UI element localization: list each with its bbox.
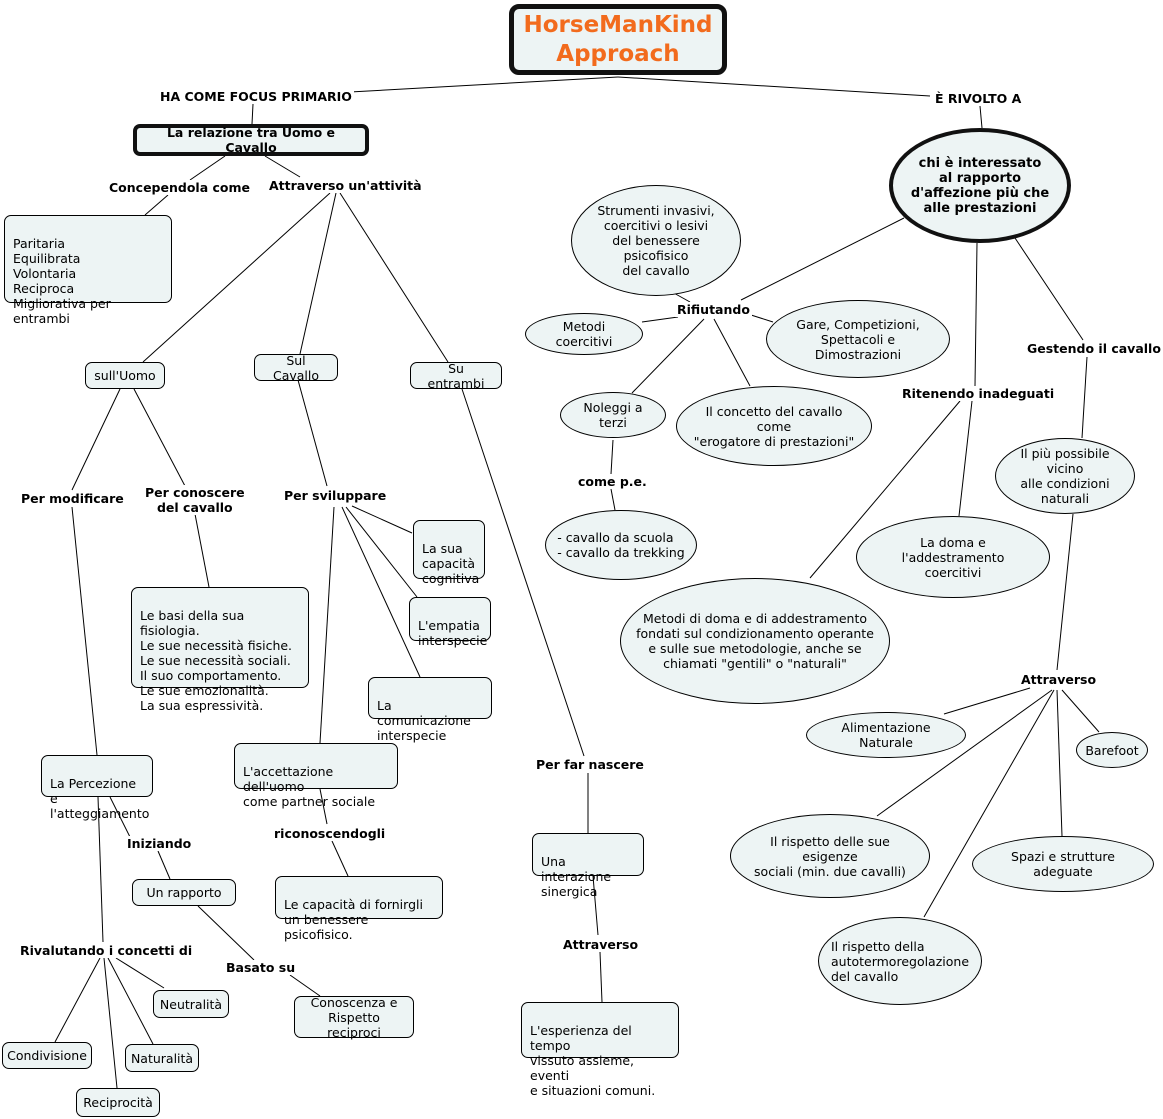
node-alimentazione-text: Alimentazione Naturale — [841, 720, 931, 750]
link-label-come-pe: come p.e. — [576, 474, 649, 489]
link-label-iniziando: Iniziando — [125, 836, 194, 851]
node-rapporto: Un rapporto — [132, 879, 236, 906]
node-percezione: La Percezione e l'atteggiamento — [41, 755, 153, 821]
node-interazione: Una interazione sinergica — [532, 833, 644, 899]
node-empatia-text: L'empatia interspecie — [418, 618, 488, 648]
node-gare-text: Gare, Competizioni, Spettacoli e Dimostr… — [796, 316, 920, 362]
node-conoscenza: Conoscenza e Rispetto reciproci — [294, 994, 414, 1040]
node-empatia: L'empatia interspecie — [409, 597, 491, 648]
node-uomo-text: sull'Uomo — [94, 368, 156, 383]
node-autotermo-text: Il rispetto della autotermoregolazione d… — [830, 938, 970, 984]
node-metodi-doma: Metodi di doma e di addestramento fondat… — [620, 578, 890, 704]
node-metodi-coercitivi: Metodi coercitivi — [525, 313, 643, 355]
node-condivisione: Condivisione — [2, 1042, 92, 1069]
link-label-gestendo: Gestendo il cavallo — [1025, 341, 1163, 356]
node-basi-text: Le basi della sua fisiologia. Le sue nec… — [140, 608, 293, 713]
node-metodi-coercitivi-text: Metodi coercitivi — [555, 319, 613, 349]
node-naturalita-text: Naturalità — [130, 1050, 194, 1066]
node-doma-coercitivi-text: La doma e l'addestramento coercitivi — [901, 534, 1005, 580]
node-rapporto-text: Un rapporto — [146, 885, 222, 900]
node-condivisione-text: Condivisione — [7, 1048, 87, 1063]
node-accettazione-text: L'accettazione dell'uomo come partner so… — [243, 764, 376, 809]
node-capacita-text: La sua capacità cognitiva — [422, 541, 480, 586]
node-esigenze-text: Il rispetto delle sue esigenze sociali (… — [754, 833, 906, 879]
node-conoscenza-text: Conoscenza e Rispetto reciproci — [310, 994, 398, 1040]
node-noleggi-text: Noleggi a terzi — [583, 400, 643, 430]
node-relazione: La relazione tra Uomo e Cavallo — [133, 124, 369, 156]
node-gare: Gare, Competizioni, Spettacoli e Dimostr… — [766, 300, 950, 378]
node-erogatore-text: Il concetto del cavallo come "erogatore … — [693, 403, 855, 449]
node-neutralita: Neutralità — [153, 990, 229, 1018]
node-noleggi: Noleggi a terzi — [560, 392, 666, 438]
node-interessato-text: chi è interessato al rapporto d'affezion… — [910, 155, 1050, 216]
link-label-per-far-nascere: Per far nascere — [534, 757, 646, 772]
node-relazione-text: La relazione tra Uomo e Cavallo — [166, 125, 336, 155]
link-label-rivolto: È RIVOLTO A — [933, 91, 1024, 106]
link-label-attraverso-attivita: Attraverso un'attività — [267, 178, 424, 193]
node-spazi: Spazi e strutture adeguate — [972, 836, 1154, 892]
node-accettazione: L'accettazione dell'uomo come partner so… — [234, 743, 398, 809]
node-alimentazione: Alimentazione Naturale — [806, 712, 966, 758]
node-barefoot: Barefoot — [1076, 732, 1148, 768]
node-comunicazione-text: La comunicazione interspecie — [377, 698, 471, 743]
node-doma-coercitivi: La doma e l'addestramento coercitivi — [856, 516, 1050, 598]
link-label-ritenendo: Ritenendo inadeguati — [900, 386, 1057, 401]
link-label-rifiutando: Rifiutando — [675, 302, 752, 317]
link-label-attraverso-esperienza: Attraverso — [561, 937, 641, 952]
link-label-concependola: Concependola come — [107, 180, 252, 195]
node-esperienza-text: L'esperienza del tempo vissuto assieme, … — [530, 1023, 656, 1098]
node-condizioni: Il più possibile vicino alle condizioni … — [995, 438, 1135, 514]
link-label-attraverso-gestione: Attraverso — [1019, 672, 1099, 687]
link-label-per-modificare: Per modificare — [19, 491, 126, 506]
node-capacita: La sua capacità cognitiva — [413, 520, 485, 586]
link-label-focus: HA COME FOCUS PRIMARIO — [158, 89, 354, 104]
link-label-per-sviluppare: Per sviluppare — [282, 488, 389, 503]
node-naturalita: Naturalità — [125, 1044, 199, 1072]
node-fornirgli-text: Le capacità di fornirgli un benessere ps… — [284, 897, 423, 942]
node-qualita-text: Paritaria Equilibrata Volontaria Recipro… — [13, 236, 111, 326]
node-metodi-doma-text: Metodi di doma e di addestramento fondat… — [636, 611, 874, 671]
link-label-rivalutando: Rivalutando i concetti di — [18, 943, 195, 958]
map-title: HorseManKind Approach — [509, 4, 727, 75]
node-spazi-text: Spazi e strutture adeguate — [1011, 849, 1115, 879]
node-condizioni-text: Il più possibile vicino alle condizioni … — [1020, 446, 1110, 506]
node-cavallo-text: Sul Cavallo — [272, 352, 320, 383]
node-barefoot-text: Barefoot — [1085, 742, 1139, 758]
node-fornirgli: Le capacità di fornirgli un benessere ps… — [275, 876, 443, 942]
node-basi: Le basi della sua fisiologia. Le sue nec… — [131, 587, 309, 713]
node-interessato: chi è interessato al rapporto d'affezion… — [889, 128, 1071, 243]
node-strumenti: Strumenti invasivi, coercitivi o lesivi … — [571, 185, 741, 296]
node-scuola-text: - cavallo da scuola - cavallo da trekkin… — [557, 530, 685, 560]
node-esperienza: L'esperienza del tempo vissuto assieme, … — [521, 1002, 679, 1098]
node-reciprocita-text: Reciprocità — [83, 1095, 153, 1110]
node-reciprocita: Reciprocità — [76, 1088, 160, 1117]
node-entrambi-text: Su entrambi — [427, 360, 485, 391]
node-strumenti-text: Strumenti invasivi, coercitivi o lesivi … — [597, 203, 715, 278]
node-interazione-text: Una interazione sinergica — [541, 854, 612, 899]
node-neutralita-text: Neutralità — [159, 996, 223, 1012]
node-qualita: Paritaria Equilibrata Volontaria Recipro… — [4, 215, 172, 326]
link-label-basato-su: Basato su — [224, 960, 298, 975]
node-erogatore: Il concetto del cavallo come "erogatore … — [676, 386, 872, 466]
link-label-per-conoscere: Per conoscere del cavallo — [143, 485, 247, 515]
node-cavallo: Sul Cavallo — [254, 352, 338, 383]
node-comunicazione: La comunicazione interspecie — [368, 677, 492, 743]
node-autotermo: Il rispetto della autotermoregolazione d… — [818, 917, 982, 1005]
node-uomo: sull'Uomo — [85, 362, 165, 389]
link-label-riconoscendogli: riconoscendogli — [272, 826, 388, 841]
node-entrambi: Su entrambi — [410, 360, 502, 391]
node-scuola: - cavallo da scuola - cavallo da trekkin… — [545, 510, 697, 580]
node-percezione-text: La Percezione e l'atteggiamento — [50, 776, 150, 821]
node-esigenze: Il rispetto delle sue esigenze sociali (… — [730, 814, 930, 898]
